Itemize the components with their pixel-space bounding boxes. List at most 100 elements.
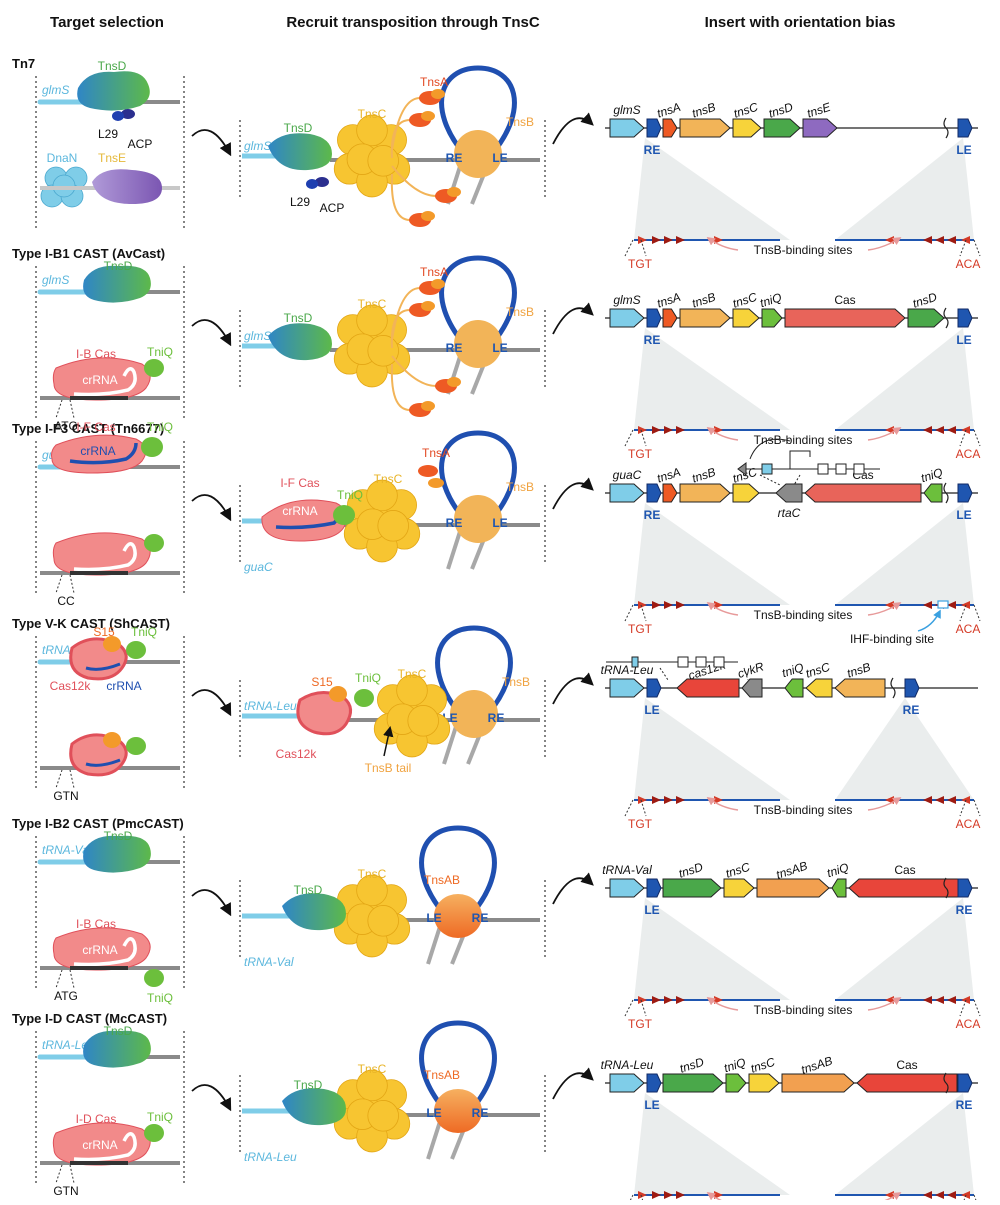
label-tnsb-binding-sites: TnsB-binding sites: [754, 608, 853, 622]
header-recruit-transposition: Recruit transposition through TnsC: [286, 14, 539, 31]
inset-repeat: [713, 656, 725, 668]
inset-repeat: [817, 463, 829, 475]
header-target-selection: Target selection: [50, 14, 164, 31]
tnsd-protein: [83, 265, 151, 303]
gene-label: tnsD: [678, 1055, 706, 1076]
tnsb-site-arrow: [923, 236, 932, 244]
crrna-strand-lower: [73, 367, 137, 397]
row-title: Type I-B1 CAST (AvCast): [12, 246, 165, 261]
target-gene-label: guaC: [244, 560, 273, 574]
gene-tnsc: [723, 878, 755, 898]
sequence-break: [943, 117, 949, 139]
gene-label: tnsD: [767, 100, 795, 121]
tnsb-binding-site-arrows: [885, 996, 970, 1004]
label-cas: I-D Cas: [76, 1112, 117, 1126]
label-pam: ATG: [54, 989, 78, 1003]
tnsb-site-arrow: [947, 236, 956, 244]
tnsb-site-arrow: [923, 1191, 932, 1199]
label-pam: ATG: [54, 419, 78, 433]
gene-label: Cas: [896, 1058, 917, 1072]
tnsc-subunit: [356, 874, 388, 907]
tnsd-protein: [282, 1088, 346, 1126]
tnse-protein: [92, 169, 162, 204]
inset-gene-stub: [737, 462, 747, 476]
target-gene-label: glmS: [42, 273, 69, 287]
gene-label: tniQ: [722, 1055, 747, 1075]
label-s15: S15: [311, 675, 333, 689]
label-end-right: LE: [956, 143, 971, 157]
tnsc-subunit: [367, 145, 399, 177]
tnsb-site-arrow: [923, 796, 932, 804]
gene-label: Cas: [834, 293, 855, 307]
tnsc-subunit: [377, 510, 409, 542]
pointer-arrow: [917, 609, 941, 632]
tnsb-site-arrow: [652, 796, 661, 804]
label-end-right: LE: [956, 508, 971, 522]
label-cas: I-F Cas: [280, 476, 319, 490]
tnsb-binding-site-arrows: [638, 426, 723, 434]
gene-tnsd: [763, 118, 801, 138]
cas-complex: [261, 499, 348, 542]
tnsb-site-arrow: [714, 996, 723, 1004]
label-tnsb: TnsB: [506, 115, 534, 129]
label-crrna: crRNA: [82, 1138, 117, 1152]
pointer-arrow: [867, 797, 902, 811]
inset-zoom-lines: [659, 667, 749, 681]
tnsb-site-arrow: [923, 601, 932, 609]
gene-trna-val: [609, 878, 645, 898]
gene-label: tRNA-Leu: [601, 663, 654, 677]
tniq-protein: [126, 737, 146, 755]
target-gene-label: tRNA-Val: [244, 955, 294, 969]
label-crrna: crRNA: [82, 943, 117, 957]
label-crrna: crRNA: [82, 373, 117, 387]
crrna-strand: [85, 758, 121, 767]
tnsb-site-arrow: [676, 1191, 685, 1199]
gene-label: tnsA: [655, 465, 682, 486]
label-tnsb-tail: TnsB tail: [365, 761, 412, 775]
motif-left: TGT: [628, 622, 653, 636]
tniq-protein: [333, 505, 355, 525]
transposon-end-left: [646, 878, 662, 898]
transposon-loop: [439, 65, 517, 157]
gene-label: tnsB: [845, 660, 872, 681]
ihf-site-box: [937, 600, 949, 609]
gene-glms: [609, 118, 645, 138]
acp-protein: [315, 177, 329, 187]
tnsc-heptamer: [373, 674, 451, 758]
transposon-end-left: [646, 1073, 662, 1093]
tnsb-site-arrow: [676, 236, 685, 244]
gene-label: tniQ: [825, 860, 850, 880]
label-tnsb-binding-sites: TnsB-binding sites: [754, 803, 853, 817]
tniq-protein-lower: [144, 359, 164, 377]
label-tnsb: TnsB: [506, 305, 534, 319]
label-end-left: RE: [644, 143, 661, 157]
label-tnsd: TnsD: [284, 311, 313, 325]
process-arrow: [191, 689, 232, 717]
terminal-motif-marker: [624, 239, 647, 257]
terminal-motif-marker: [624, 999, 647, 1017]
gene-label: tniQ: [758, 290, 783, 310]
gene-tnsa: [662, 118, 678, 138]
motif-right: ACA: [956, 817, 981, 831]
zoom-shading-right: [835, 1093, 974, 1195]
pointer-arrow: [867, 997, 902, 1011]
gene-tnsc: [805, 678, 833, 698]
process-arrow: [552, 302, 594, 335]
pointer-arrow: [867, 427, 902, 441]
gene-cas: [856, 1073, 958, 1093]
label-end-left: RE: [446, 516, 463, 530]
cas-complex-upper: [51, 434, 147, 474]
tnsb-site-arrow: [947, 601, 956, 609]
tnsa-subunit: [421, 211, 435, 221]
tnsb-protein: [450, 690, 498, 738]
pointer-arrow: [706, 797, 739, 811]
pointer-arrow: [867, 602, 902, 616]
target-gene-label: glmS: [42, 83, 69, 97]
process-arrow: [191, 889, 232, 917]
label-tnsb-binding-sites: TnsB-binding sites: [754, 243, 853, 257]
tnsb-tether: [391, 287, 421, 341]
label-tnsd: TnsD: [104, 829, 133, 843]
pointer-arrow: [706, 997, 739, 1011]
gene-trna-leu: [609, 678, 645, 698]
tnsd-protein: [268, 323, 332, 361]
